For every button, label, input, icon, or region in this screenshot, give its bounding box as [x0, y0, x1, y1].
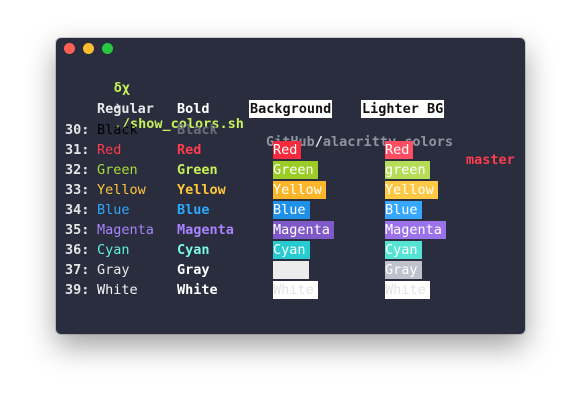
regular-sample: Blue [97, 202, 130, 218]
lighter-bg-sample: Yellow [385, 181, 438, 199]
prompt-line: δχ › ./show_colors.sh GitHub/alacritty_c… [65, 61, 515, 187]
color-code: 36: [65, 242, 90, 258]
bold-sample: White [177, 282, 218, 298]
directory-separator: / [314, 134, 323, 150]
regular-sample: Green [97, 162, 138, 178]
lighter-bg-sample: Blue [385, 201, 422, 219]
bold-sample: Red [177, 142, 202, 158]
color-row: 36: Cyan Cyan Cyan Cyan [56, 241, 525, 261]
color-code: 39: [65, 282, 90, 298]
lighter-bg-sample: Magenta [385, 221, 446, 239]
background-sample [273, 261, 309, 279]
color-row: 34: Blue Blue Blue Blue [56, 201, 525, 221]
regular-sample: Black [97, 122, 138, 138]
color-code: 34: [65, 202, 90, 218]
lighter-bg-sample: green [385, 161, 430, 179]
bold-sample: Cyan [177, 242, 210, 258]
terminal-window: δχ › ./show_colors.sh GitHub/alacritty_c… [56, 38, 525, 334]
bold-sample: Yellow [177, 182, 226, 198]
lighter-bg-sample: White [385, 281, 430, 299]
lighter-bg-sample: Gray [385, 261, 422, 279]
color-code: 31: [65, 142, 90, 158]
color-code: 32: [65, 162, 90, 178]
bold-sample: Green [177, 162, 218, 178]
color-row: 37: Gray Gray Gray [56, 261, 525, 281]
regular-sample: Magenta [97, 222, 154, 238]
regular-sample: Red [97, 142, 122, 158]
color-row: 39: White White White White [56, 281, 525, 301]
header-bold: Bold [177, 101, 210, 117]
background-sample: Blue [273, 201, 310, 219]
git-branch: master [466, 152, 515, 168]
background-sample: Magenta [273, 221, 334, 239]
header-regular: Regular [97, 101, 154, 117]
regular-sample: White [97, 282, 138, 298]
bold-sample: Magenta [177, 222, 234, 238]
background-sample: White [273, 281, 318, 299]
background-sample: Red [273, 141, 302, 159]
color-row: 33: Yellow Yellow Yellow Yellow [56, 181, 525, 201]
color-code: 37: [65, 262, 90, 278]
lighter-bg-sample: Cyan [385, 241, 422, 259]
prompt-command: ./show_colors.sh [113, 116, 244, 132]
color-row: 30: Black Black [56, 121, 525, 141]
background-sample: Cyan [273, 241, 310, 259]
background-sample: Green [273, 161, 318, 179]
header-lighter-bg: Lighter BG [361, 100, 445, 118]
regular-sample: Cyan [97, 242, 130, 258]
maximize-button[interactable] [102, 43, 113, 54]
prompt-arrow-icon: › [113, 98, 122, 114]
regular-sample: Gray [97, 262, 130, 278]
color-code: 35: [65, 222, 90, 238]
bold-sample: Blue [177, 202, 210, 218]
header-background: Background [249, 100, 333, 118]
terminal-content[interactable]: δχ › ./show_colors.sh GitHub/alacritty_c… [56, 38, 525, 334]
color-row: 31: Red Red Red Red [56, 141, 525, 161]
lighter-bg-sample: Red [385, 141, 414, 159]
color-row: 35: Magenta Magenta Magenta Magenta [56, 221, 525, 241]
color-code: 30: [65, 122, 90, 138]
color-code: 33: [65, 182, 90, 198]
bold-sample: Gray [177, 262, 210, 278]
background-sample: Yellow [273, 181, 326, 199]
regular-sample: Yellow [97, 182, 146, 198]
close-button[interactable] [64, 43, 75, 54]
prompt-symbol: δχ [113, 80, 131, 96]
color-row: 32: Green Green Green green [56, 161, 525, 181]
bold-sample: Black [177, 122, 218, 138]
minimize-button[interactable] [83, 43, 94, 54]
